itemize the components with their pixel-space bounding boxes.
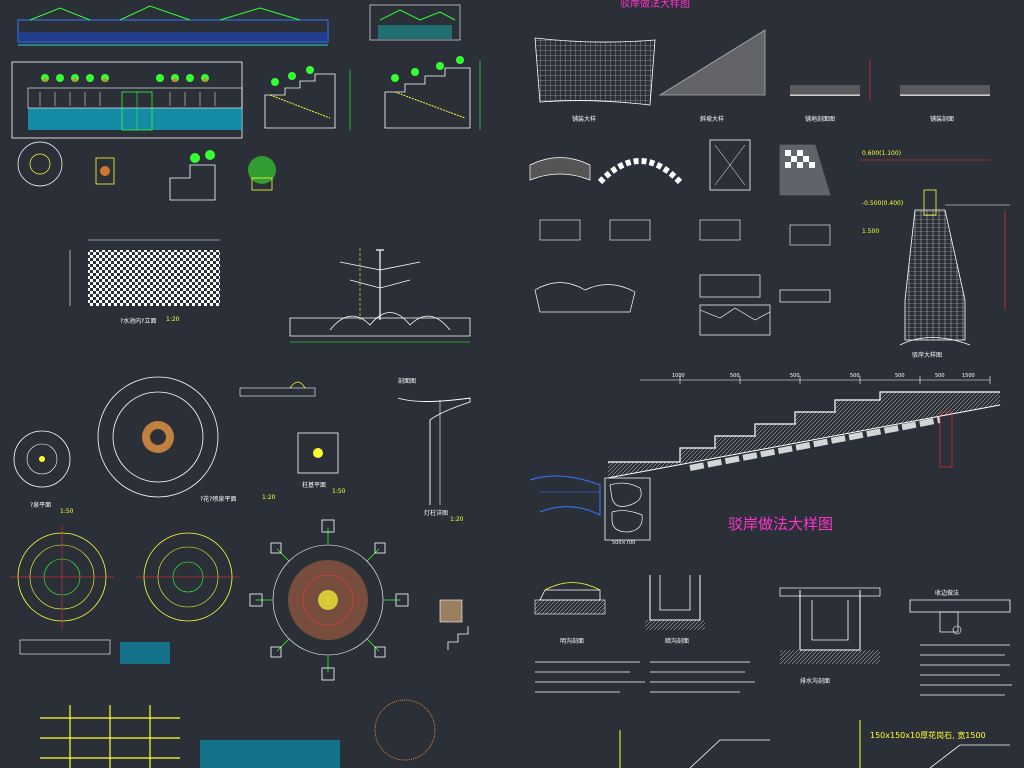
dim-bottom: 500×700 [612,540,636,546]
stair-section-2 [384,56,481,130]
planter-elevation-label: ?水池内?立面 [120,318,157,325]
level-2-label: -0.500(0.400) [862,200,904,207]
paving-pattern-block [69,239,220,306]
main-title: 驳岸做法大样图 [728,515,834,533]
pillar-scale-label: 1:50 [332,488,346,495]
tree-fountain-section [289,248,471,343]
top-title: 驳岸做法大样图 [620,0,690,10]
ditch-1-label: 明沟剖面 [560,638,585,645]
ditch-3-label: 排水沟剖面 [800,678,831,685]
mesh-and-slope-details [534,29,990,106]
tree-section-label: 剖面图 [398,378,417,385]
dim-4: 500 [850,373,860,379]
round-fountain-plan [13,376,219,498]
section-details-mid [529,139,831,336]
ditch-2-label: 暗沟剖面 [665,638,690,645]
dim-5: 500 [895,373,905,379]
level-3-label: 1.500 [862,228,880,235]
mesh-detail-label: 铺装大样 [572,116,597,123]
radial-fountain-plan [249,519,469,681]
drainage-details [534,575,1011,664]
retaining-wall-label: 驳岸大样图 [912,352,943,359]
dim-3: 500 [790,373,800,379]
lamp-detail-label: 灯柱详图 [424,510,449,517]
lamp-scale-label: 1:20 [450,516,464,523]
bottom-right-sections [619,720,1010,768]
dim-7: 1500 [962,373,975,379]
fountain-plan-label: ?花?喷泉平面 [200,496,237,503]
band-label: 150x150x10厚花岗石, 宽1500 [870,731,986,740]
stair-section-1 [264,66,351,130]
level-1-label: 0.600(1.100) [862,150,902,157]
retaining-wall-detail [860,159,1010,346]
pillar-and-lamp [239,381,471,505]
bottom-left-fountains [10,525,240,664]
dim-6: 500 [935,373,945,379]
path-section-label: 铺地剖面图 [805,116,836,123]
slope-detail-label: 斜坡大样 [700,116,725,123]
red-dimension-marks [869,60,1006,310]
top-wall-elevation [17,4,461,46]
round-plan-scale: 1:50 [60,508,74,515]
ditch-4-label: 收边做法 [935,590,960,597]
dim-2: 500 [730,373,740,379]
fountain-scale-label: 1:20 [262,494,276,501]
dim-1: 1000 [672,373,685,379]
edge-section-label: 铺装剖面 [930,116,955,123]
embankment-stair-detail [529,376,1001,541]
bottom-grid-plan [40,699,436,768]
planter-elevation-panel [11,61,243,139]
note-lines [535,644,1012,696]
pillar-plan-label: 柱基平面 [302,482,327,489]
small-details-row [17,141,276,201]
planter-scale-label: 1:20 [166,316,180,323]
round-plan-label: ?泉平面 [30,502,52,509]
